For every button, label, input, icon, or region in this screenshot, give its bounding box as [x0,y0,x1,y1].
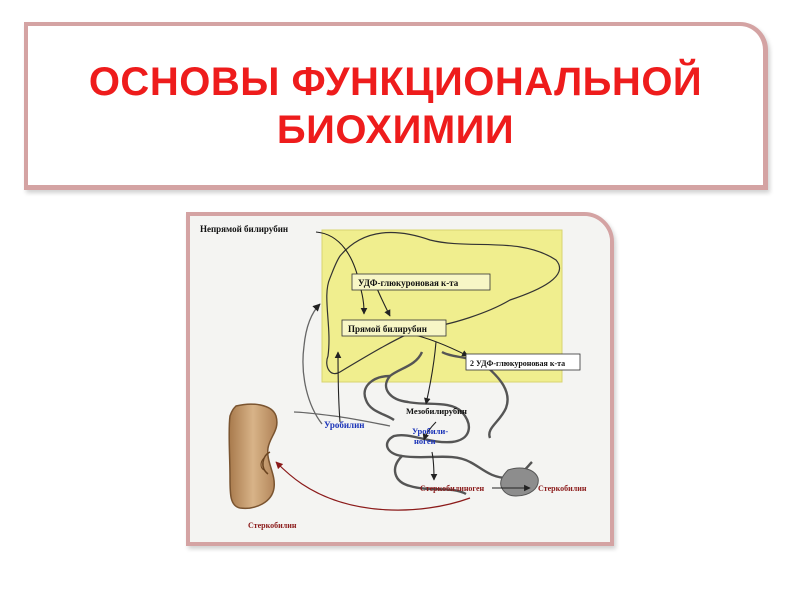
title-frame: ОСНОВЫ ФУНКЦИОНАЛЬНОЙ БИОХИМИИ [24,22,768,190]
label-urobilinogen-2: ноген [414,436,436,446]
kidney [228,403,278,510]
label-udp-acid-2: 2 УДФ-глюкуроновая к-та [470,359,565,368]
intestine [363,350,533,496]
udp-box [351,273,491,291]
label-udp-acid: УДФ-глюкуроновая к-та [358,278,459,288]
label-urobilinogen-1: Уробили- [412,426,448,436]
circulation-lines [293,303,391,427]
slide-title: ОСНОВЫ ФУНКЦИОНАЛЬНОЙ БИОХИМИИ [89,58,702,154]
portal-to-kidney-arrow [275,461,471,511]
label-direct-bilirubin: Прямой билирубин [348,324,427,334]
diagram-frame: Непрямой билирубин УДФ-глюкуроновая к-та… [186,212,614,546]
bilirubin-metabolism-diagram: Непрямой билирубин УДФ-глюкуроновая к-та… [190,216,610,542]
direct-bilirubin-box [341,319,447,337]
label-stercobilinogen: Стеркобилиноген [420,484,485,493]
label-urobilin: Уробилин [324,420,364,430]
label-mesobilirubin: Мезобилирубин [406,406,467,416]
label-indirect-bilirubin: Непрямой билирубин [200,224,288,234]
label-stercobilin-kidney: Стеркобилин [248,521,297,530]
slide-title-line-2: БИОХИМИИ [276,107,515,152]
label-stercobilin-intestine: Стеркобилин [538,484,587,493]
udp2-box [465,353,581,371]
slide-title-line-1: ОСНОВЫ ФУНКЦИОНАЛЬНОЙ [88,59,703,104]
